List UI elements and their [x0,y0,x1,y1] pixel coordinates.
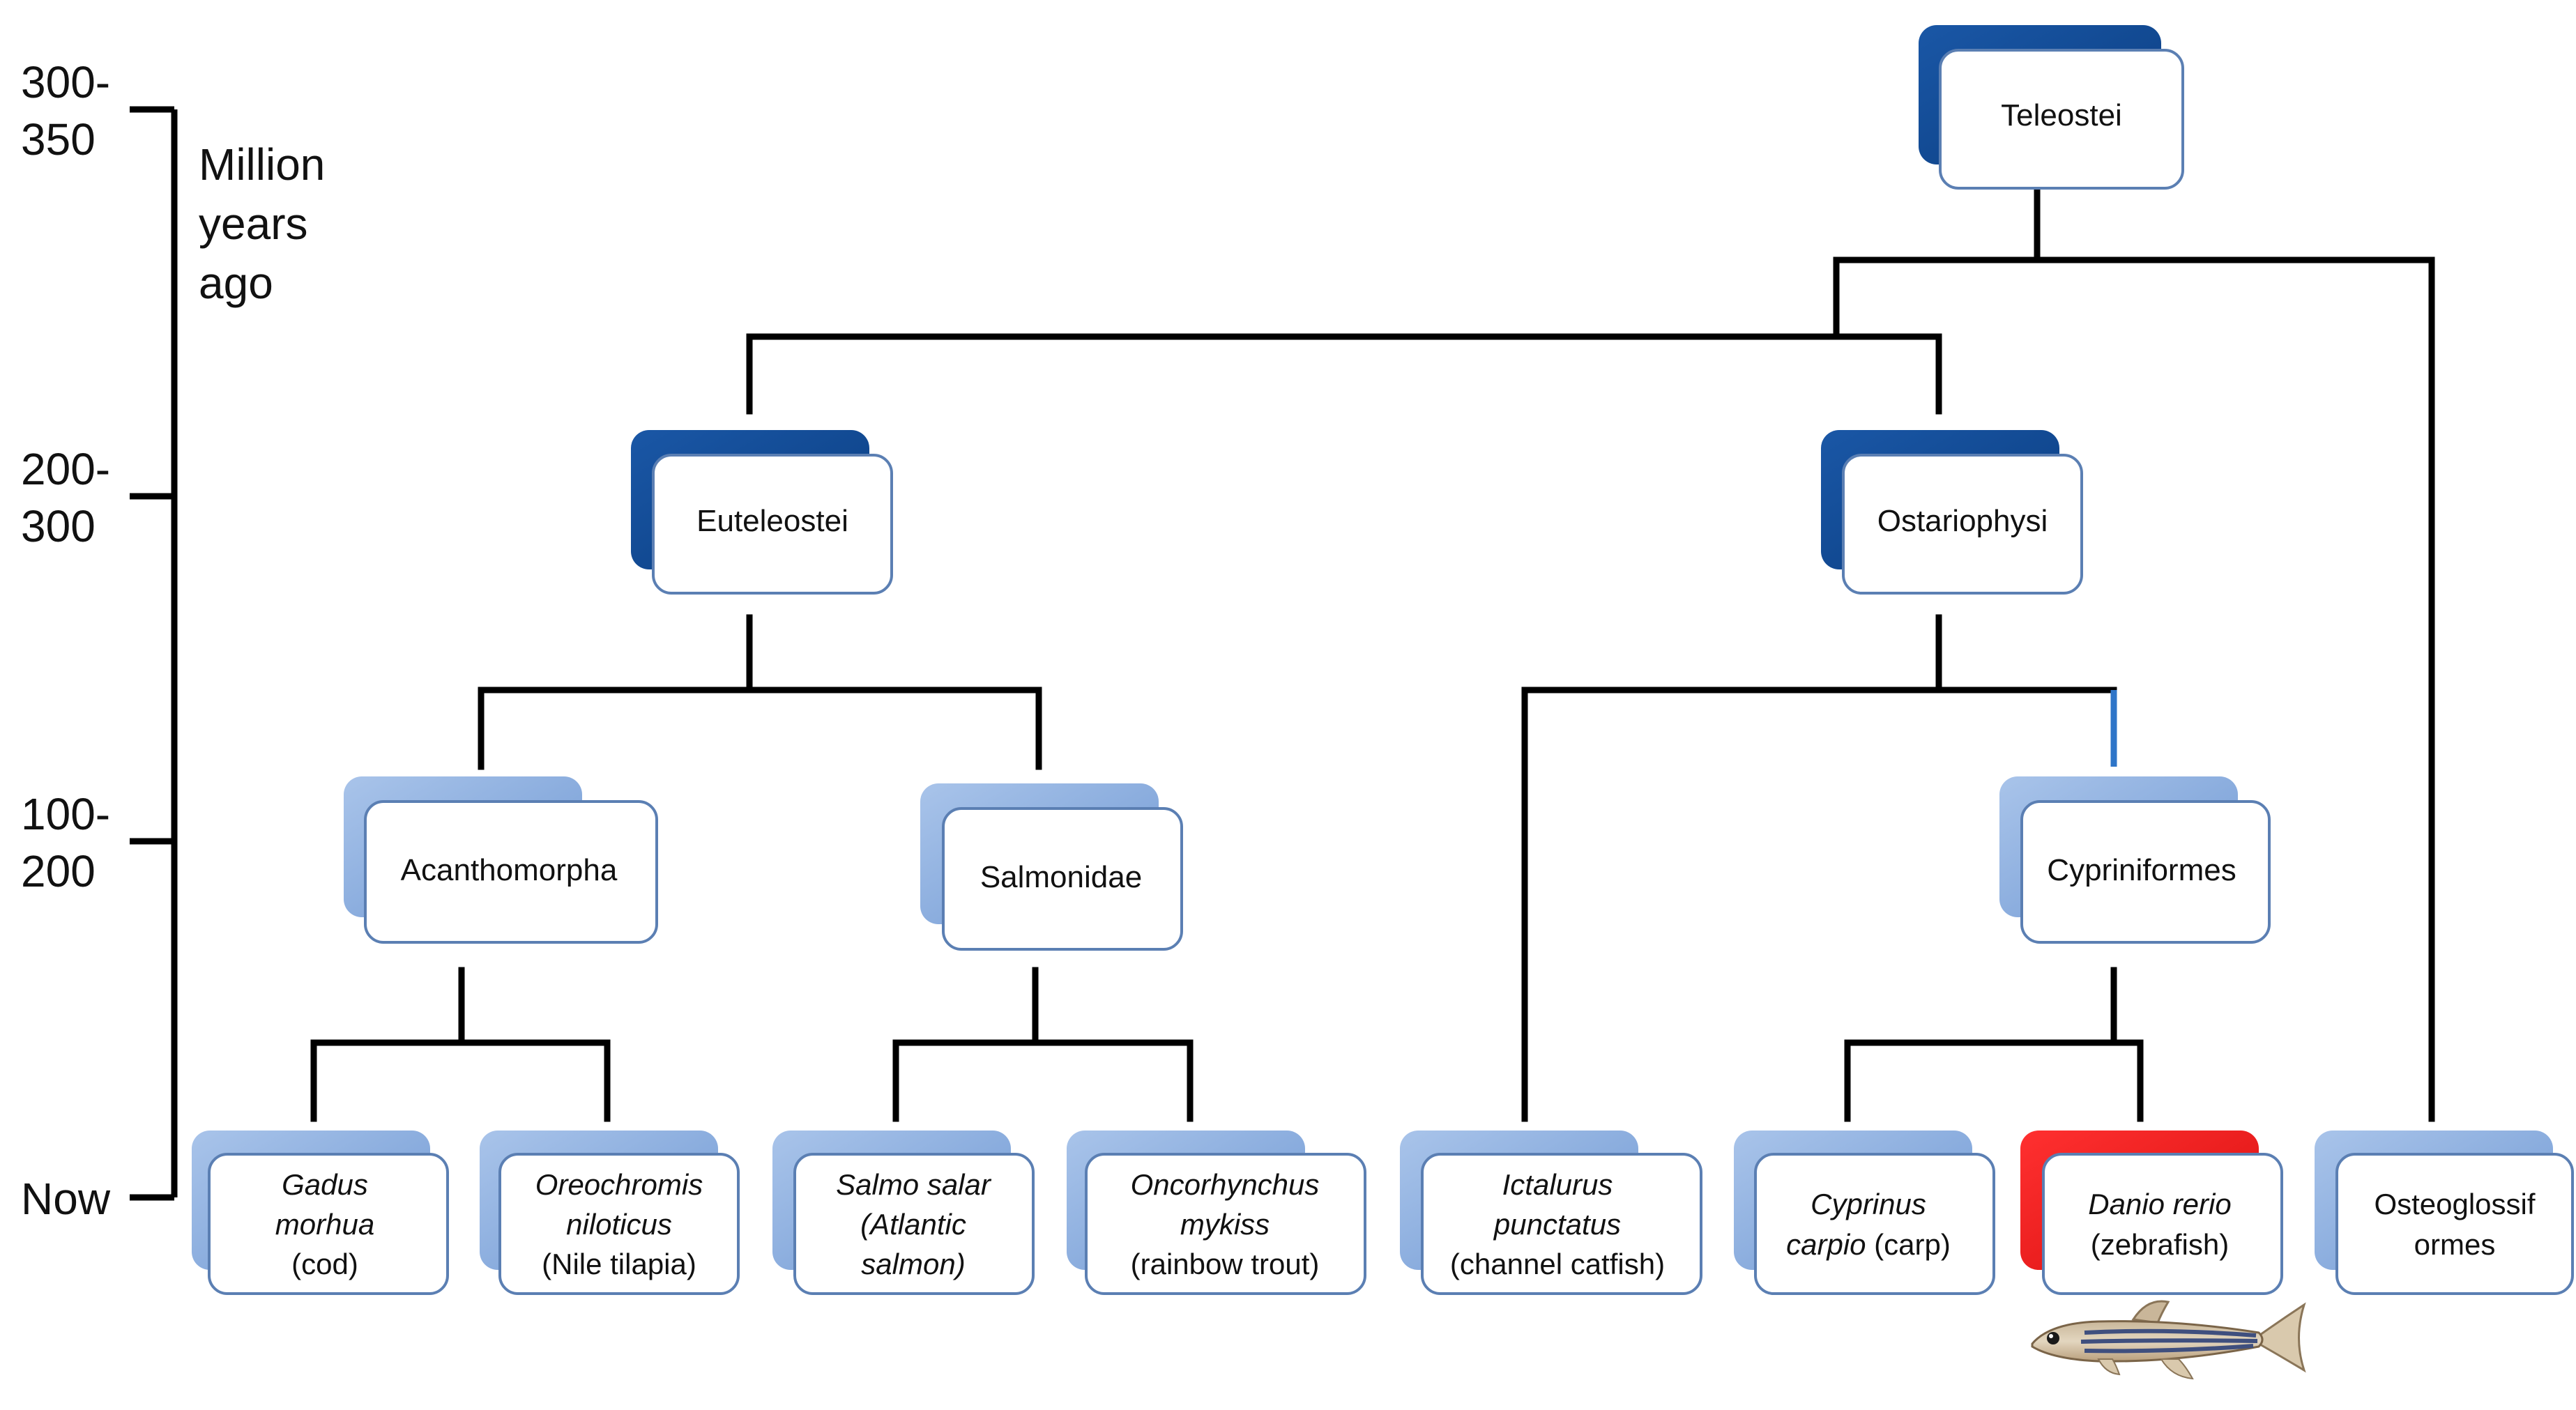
species-epithet: carpio [1786,1228,1866,1261]
species-name-line: punctatus [1493,1208,1621,1241]
species-gadus-morhua: Gadus morhua (cod) [192,1131,449,1295]
group-label: Acanthomorpha [401,853,618,887]
species-ictalurus-punctatus: Ictalurus punctatus (channel catfish) [1400,1131,1702,1295]
clade-euteleostei: Euteleostei [631,430,893,595]
common-name: (Nile tilapia) [542,1248,696,1280]
species-name-line: Oreochromis [535,1168,703,1201]
common-name: (carp) [1866,1228,1951,1261]
species-name-line: morhua [275,1208,374,1241]
clade-ostariophysi: Ostariophysi [1821,430,2083,595]
species-name-line: mykiss [1180,1208,1270,1241]
tree-connectors [310,183,2435,1122]
species-cyprinus-carpio: Cyprinus carpio (carp) [1734,1131,1995,1295]
timescale [130,106,178,1201]
clade-label: Ostariophysi [1877,504,2048,538]
species-name-line: niloticus [566,1208,672,1241]
tick-label: 350 [21,114,96,164]
unit-label: years [199,199,308,249]
unit-label: ago [199,258,273,308]
tick-label: Now [21,1174,111,1224]
group-label: Salmonidae [980,860,1142,894]
species-oncorhynchus-mykiss: Oncorhynchus mykiss (rainbow trout) [1067,1131,1366,1295]
species-name-line: Oncorhynchus [1131,1168,1320,1201]
species-name-line: (Atlantic [860,1208,966,1241]
species-danio-rerio: Danio rerio (zebrafish) [2020,1131,2283,1295]
species-name-line: Salmo salar [836,1168,992,1201]
tick-label: 200- [21,444,110,494]
clade-label: Euteleostei [696,504,848,538]
species-name-line: carpio (carp) [1786,1228,1951,1261]
group-label: ormes [2414,1228,2496,1261]
clade-teleostei: Teleostei [1919,25,2184,190]
common-name: (rainbow trout) [1131,1248,1320,1280]
species-name-line: salmon) [861,1248,965,1280]
zebrafish-icon [2031,1300,2306,1380]
group-osteoglossiformes: Osteoglossif ormes [2315,1131,2574,1295]
group-label: Cypriniformes [2047,853,2236,887]
tick-label: 100- [21,789,110,839]
tick-label: 300- [21,57,110,107]
common-name: (cod) [291,1248,358,1280]
species-name-line: Danio rerio [2088,1188,2231,1220]
tick-label: 300 [21,501,96,551]
tick-label: 200 [21,846,96,896]
species-name-line: Ictalurus [1502,1168,1613,1201]
species-name-line: Gadus [282,1168,368,1201]
group-salmonidae: Salmonidae [920,783,1183,951]
unit-label: Million [199,139,325,190]
clade-label: Teleostei [2001,98,2122,132]
group-acanthomorpha: Acanthomorpha [344,776,658,944]
group-cypriniformes: Cypriniformes [1999,776,2271,944]
group-label: Osteoglossif [2374,1188,2535,1220]
species-name-line: Cyprinus [1811,1188,1926,1220]
common-name: (channel catfish) [1450,1248,1665,1280]
species-oreochromis-niloticus: Oreochromis niloticus (Nile tilapia) [480,1131,740,1295]
common-name: (zebrafish) [2091,1228,2229,1261]
species-salmo-salar: Salmo salar (Atlantic salmon) [772,1131,1035,1295]
